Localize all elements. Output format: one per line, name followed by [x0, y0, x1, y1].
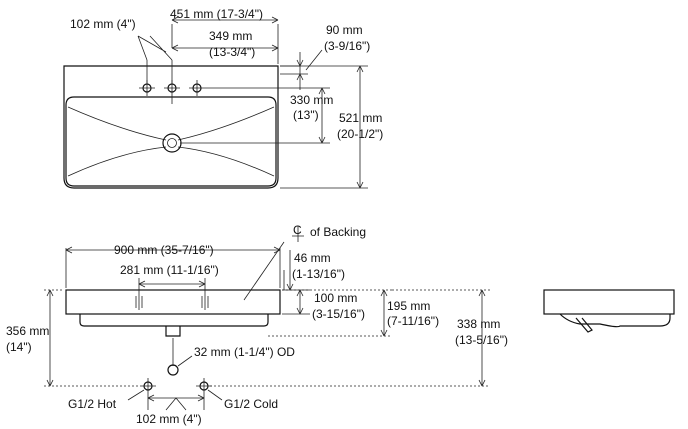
- front-view-bowl: [79, 314, 269, 327]
- dim-c-label-1: 195 mm: [387, 299, 430, 313]
- top-view-outline: [63, 65, 279, 189]
- dim-b-label-1: 100 mm: [314, 291, 357, 305]
- dim-d-label-2: (13-5/16"): [455, 333, 508, 347]
- side-view: [543, 289, 675, 333]
- cold-label: G1/2 Cold: [224, 397, 278, 411]
- dim-e-label-2: (14"): [6, 340, 32, 354]
- dim-drain-label-2: (13"): [293, 108, 319, 122]
- hot-label: G1/2 Hot: [68, 397, 117, 411]
- backing-label: of Backing: [310, 225, 366, 239]
- front-view: 900 mm (35-7/16") 281 mm (11-1/16") C of…: [6, 223, 508, 426]
- dim-drain-label-1: 330 mm: [290, 93, 333, 107]
- dim-a-label-2: (1-13/16"): [292, 267, 345, 281]
- dim-inner-label-2: (13-3/4"): [209, 45, 255, 59]
- dim-hole-spacing-label: 102 mm (4"): [70, 17, 136, 31]
- dim-back-label-1: 90 mm: [326, 23, 363, 37]
- drain-outer: [162, 133, 182, 153]
- dim-e-label-1: 356 mm: [6, 324, 49, 338]
- dim-mount-spacing-label: 281 mm (11-1/16"): [120, 263, 219, 277]
- centerline-symbol: C: [293, 223, 302, 237]
- drain-od-circle: [167, 364, 179, 376]
- top-view-basin: [65, 96, 277, 187]
- dim-depth-label-2: (20-1/2"): [337, 127, 383, 141]
- front-view-slab: [65, 289, 281, 315]
- dim-back-label-2: (3-9/16"): [324, 39, 370, 53]
- dim-supply-spacing-label: 102 mm (4"): [136, 412, 202, 426]
- dim-b-label-2: (3-15/16"): [312, 307, 365, 321]
- drain-inner: [167, 138, 177, 148]
- dim-c-label-2: (7-11/16"): [387, 314, 439, 328]
- dim-a-label-1: 46 mm: [294, 251, 331, 265]
- basin-slope-lines: [67, 106, 275, 177]
- dim-width-label: 451 mm (17-3/4"): [170, 7, 263, 21]
- dim-depth-label-1: 521 mm: [339, 111, 382, 125]
- front-view-drain: [165, 326, 181, 337]
- dim-d-label-1: 338 mm: [457, 317, 500, 331]
- side-view-bowl: [559, 313, 671, 328]
- dim-drain-od-label: 32 mm (1-1/4") OD: [194, 345, 295, 359]
- dim-inner-label-1: 349 mm: [209, 29, 252, 43]
- dim-length-label: 900 mm (35-7/16"): [114, 243, 214, 257]
- top-view: 451 mm (17-3/4") 349 mm (13-3/4") 102 mm…: [63, 7, 383, 189]
- side-view-slab: [543, 289, 675, 315]
